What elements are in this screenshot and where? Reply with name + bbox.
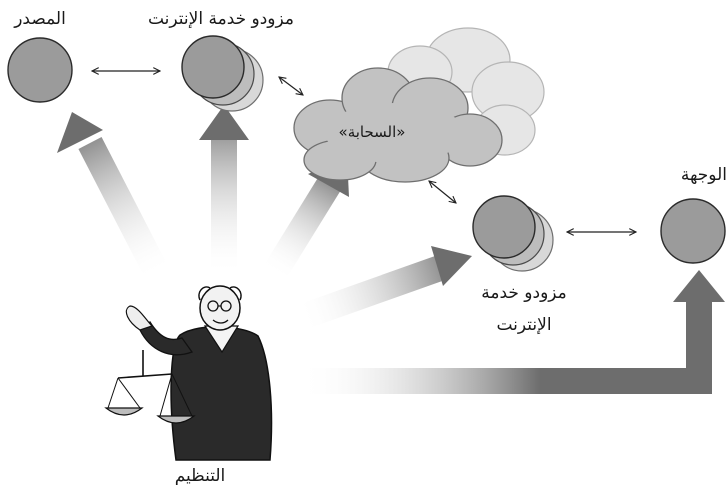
cloud-shape bbox=[293, 27, 545, 183]
source-label: المصدر bbox=[13, 9, 66, 29]
link-isp-cloud bbox=[279, 77, 303, 95]
destination-label: الوجهة bbox=[681, 165, 727, 185]
arrow-to-destination bbox=[300, 270, 725, 394]
regulator-label: التنظيم bbox=[175, 466, 226, 486]
isp-bottom-label-line2: الإنترنت bbox=[496, 315, 551, 335]
source-node bbox=[7, 37, 73, 103]
isp-top-label: مزودو خدمة الإنترنت bbox=[148, 9, 294, 29]
arrow-to-isp-bottom bbox=[300, 246, 472, 329]
arrow-to-source bbox=[57, 112, 170, 281]
isp-bottom-label-line1: مزودو خدمة bbox=[481, 283, 567, 303]
isp-bottom-node bbox=[472, 195, 554, 272]
isp-top-node bbox=[181, 35, 264, 112]
arrow-to-isp-top bbox=[199, 105, 249, 276]
link-cloud-isp bbox=[429, 181, 456, 203]
destination-node bbox=[660, 198, 726, 264]
judge-icon bbox=[104, 285, 273, 461]
cloud-label: «السحابة» bbox=[339, 123, 406, 141]
